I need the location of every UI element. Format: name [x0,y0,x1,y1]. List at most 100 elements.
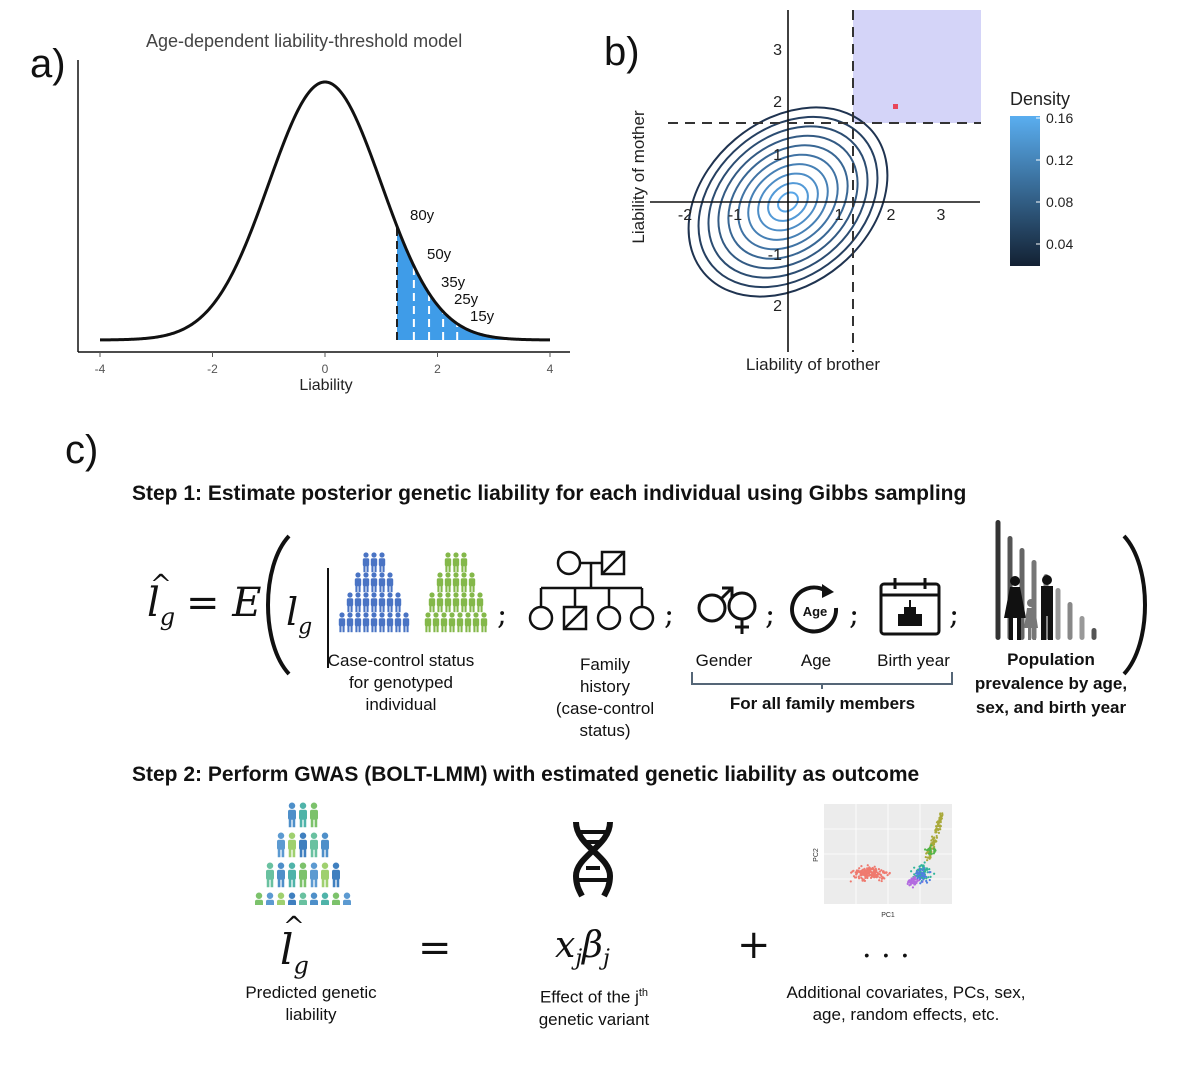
separator-2: ; [664,597,675,632]
panel-c-label: c) [65,428,99,472]
step1-heading: Step 1: Estimate posterior genetic liabi… [132,482,967,505]
x-axis-label: Liability of brother [746,355,881,374]
family-silhouette [1004,575,1053,640]
dna-icon [572,821,614,898]
x-axis-label: Liability [299,377,352,394]
svg-text:2: 2 [887,207,896,224]
svg-text:3: 3 [937,207,946,224]
variant-effect-label: Effect of the jth genetic variant [538,987,650,1029]
density-contour [747,163,829,241]
prevalence-bar [1055,588,1061,640]
density-contour [727,144,849,260]
lg-symbol: lg [286,590,313,640]
density-contour [757,172,819,232]
separator-4: ; [849,597,860,632]
gender-icon [697,586,757,634]
x-tick-label: -4 [95,362,106,376]
age-label-25y: 25y [454,291,479,308]
panel-b-label: b) [604,30,640,74]
separator-3: ; [765,597,776,632]
shaded-region [853,10,981,123]
predicted-liability-people-icon [255,802,351,905]
bivariate-density-plot: -2 -1 1 2 3 3 2 1 -1 2 Liability of brot… [629,10,1073,374]
age-label-35y: 35y [441,274,466,291]
population-prevalence-label: Population prevalence by age, sex, and b… [974,650,1128,717]
age-label: Age [800,651,832,670]
prevalence-bar [995,520,1001,640]
conditional-bar [327,568,329,668]
prevalence-bar [1067,602,1073,640]
age-icon: Age [790,584,839,634]
equals-expectation: = E [186,580,262,626]
birth-year-icon [879,578,941,636]
birth-year-label: Birth year [877,651,950,670]
pedigree-icon [528,550,655,631]
svg-text:1: 1 [773,147,782,164]
additional-covariates-label: Additional covariates, PCs, sex, age, ra… [786,983,1026,1024]
panel-a-label: a) [30,42,66,86]
pc-scatter-plot: PC1 PC2 [813,804,952,919]
y-axis-label: Liability of mother [629,110,648,244]
family-history-label: Family history (case-control status) [555,655,655,740]
svg-text:0.12: 0.12 [1046,152,1073,168]
right-paren [1122,534,1147,676]
x-ticks: -2 -1 1 2 3 [678,207,946,224]
plus-sign: + [737,922,771,968]
svg-text:3: 3 [773,42,782,59]
tail-fill-area [397,226,550,340]
svg-text:0.16: 0.16 [1046,110,1073,126]
xj-beta-term: xjβj [555,925,610,972]
lhat-symbol: lg [147,580,176,631]
observed-point [893,104,898,109]
x-tick-label: 2 [434,362,441,376]
separator-5: ; [949,597,960,632]
legend-colorbar [1010,116,1040,266]
density-contour [707,125,869,279]
normal-density-curve [100,80,550,342]
density-contour [717,134,859,270]
svg-text:0.08: 0.08 [1046,194,1073,210]
people-icon-blue [338,552,410,633]
panel-a-title: Age-dependent liability-threshold model [146,31,463,51]
x-ticks: -4 -2 0 2 4 [95,352,554,376]
case-control-label: Case-control status for genotyped indivi… [327,651,475,714]
density-curve-plot: -4 -2 0 2 4 80y 50y 35y 25y 15y Liability [77,60,570,394]
svg-text:2: 2 [773,94,782,111]
svg-text:-2: -2 [678,207,692,224]
legend-ticks: 0.16 0.12 0.08 0.04 [1036,110,1073,252]
step2-heading: Step 2: Perform GWAS (BOLT-LMM) with est… [132,763,920,786]
legend-title: Density [1010,89,1070,109]
prevalence-bar [1079,616,1085,640]
equals-sign: = [418,925,452,971]
pc1-label: PC1 [881,912,895,919]
family-members-brace [691,672,953,689]
population-prevalence-icon [995,520,1097,640]
density-contour [737,153,839,251]
left-paren [266,534,291,676]
hat-accent: ^ [150,570,172,600]
threshold-lines [396,224,459,340]
contour-lines [687,106,889,298]
x-tick-label: 4 [547,362,554,376]
age-labels: 80y 50y 35y 25y 15y [410,207,495,325]
svg-text:0.04: 0.04 [1046,236,1073,252]
density-contour [777,191,799,213]
ellipsis: . . . [862,930,910,965]
age-label-80y: 80y [410,207,435,224]
pc-points [849,812,944,889]
all-family-members-label: For all family members [729,694,916,713]
x-tick-label: 0 [322,362,329,376]
pc2-label: PC2 [813,848,820,862]
density-contour [767,182,809,222]
x-tick-label: -2 [207,362,218,376]
people-icon-green [424,552,488,633]
age-label-15y: 15y [470,308,495,325]
svg-text:Age: Age [803,604,828,619]
gender-label: Gender [695,651,753,670]
age-label-50y: 50y [427,246,452,263]
predicted-liability-label: Predicted genetic liability [245,983,377,1024]
density-contour [697,115,879,289]
svg-text:-1: -1 [768,247,782,264]
separator-1: ; [497,597,508,632]
prevalence-bar [1091,628,1097,640]
